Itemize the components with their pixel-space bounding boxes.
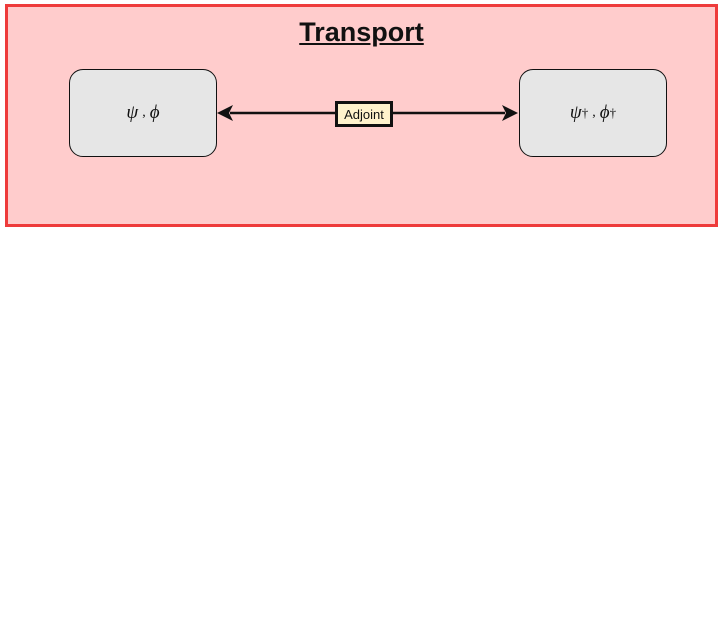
psi-adjoint-symbol: ψ — [569, 102, 582, 123]
container-title: Transport — [299, 17, 424, 47]
phi-adjoint-symbol: ϕ — [599, 102, 610, 123]
psi-dagger-mark: † — [581, 105, 589, 120]
arrow-head-left-icon — [217, 105, 233, 121]
symbol-separator: , — [142, 105, 146, 120]
phi-dagger-mark: † — [609, 105, 617, 120]
psi-symbol: ψ — [126, 102, 139, 123]
node-adjoint-flux[interactable]: ψ†,ϕ† — [519, 69, 667, 157]
arrow-head-right-icon — [502, 105, 518, 121]
node-forward-flux[interactable]: ψ,ϕ — [69, 69, 217, 157]
transport-container: Transport ψ,ϕ ψ†,ϕ† Adjoint — [5, 4, 718, 227]
phi-symbol: ϕ — [149, 102, 160, 123]
edge-label-adjoint: Adjoint — [335, 101, 393, 127]
symbol-separator: , — [592, 105, 596, 120]
